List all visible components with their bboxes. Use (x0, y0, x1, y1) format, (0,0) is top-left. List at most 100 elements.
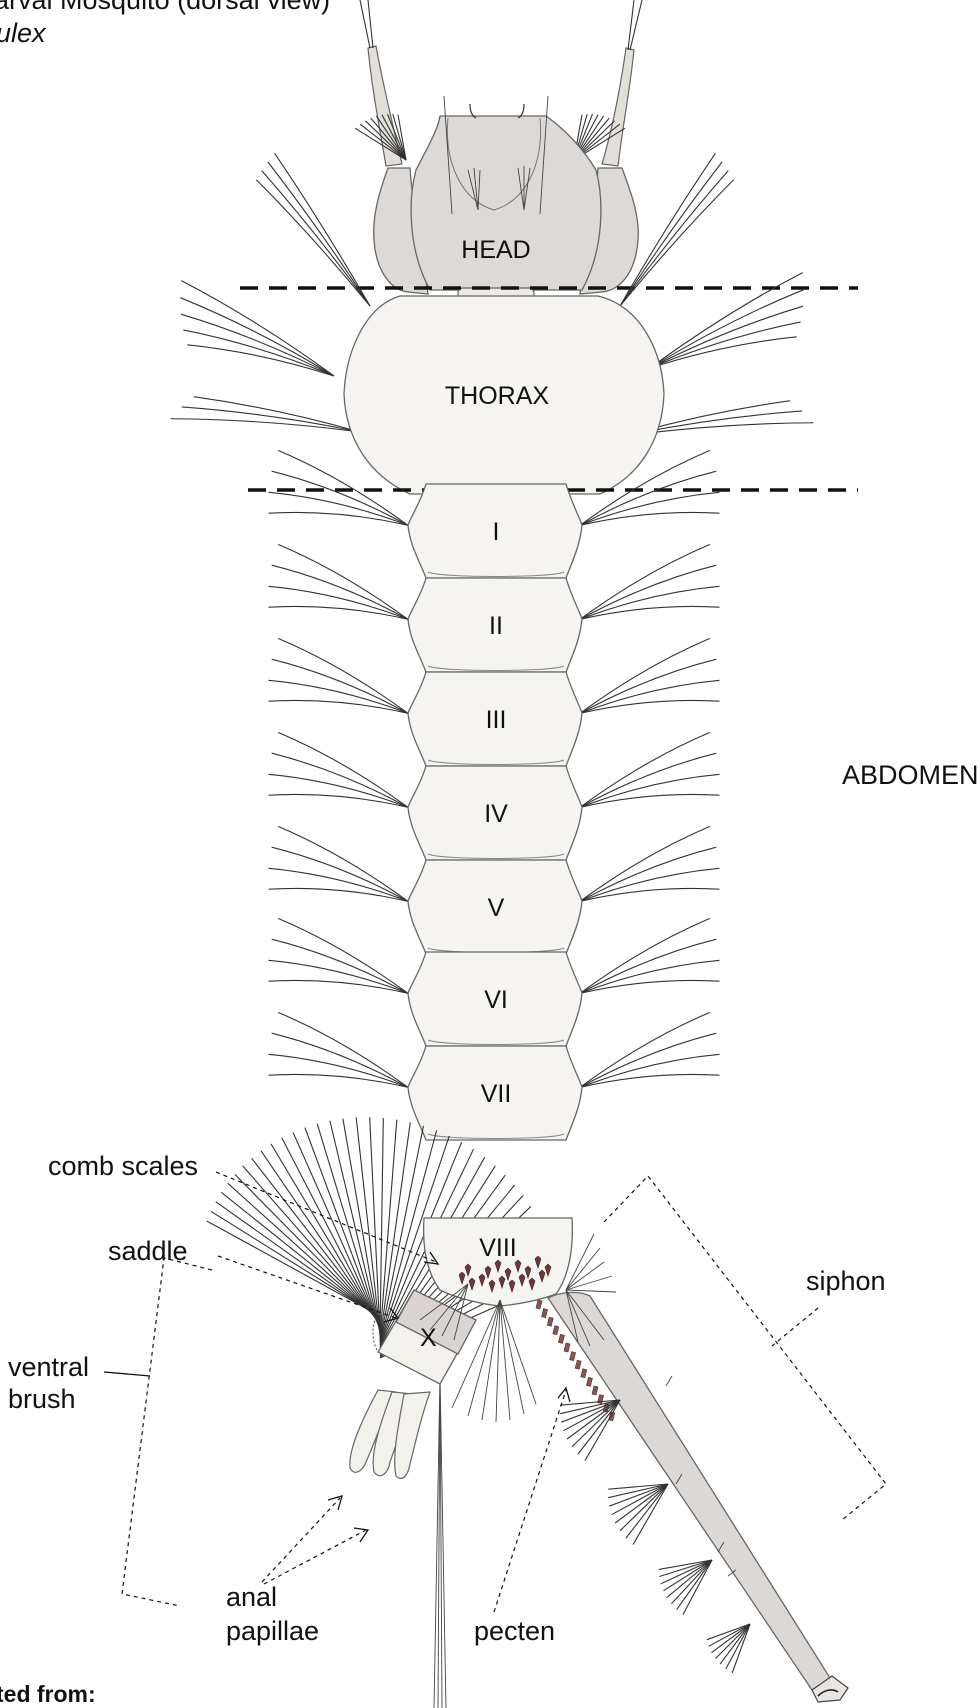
seta (269, 680, 408, 713)
seta (580, 638, 710, 713)
anal-papillae-leader-1 (262, 1498, 340, 1582)
seta (580, 1012, 710, 1087)
right-antenna (602, 48, 634, 166)
seta (269, 960, 408, 993)
pecten-tooth (570, 1352, 576, 1361)
seta (272, 939, 408, 993)
abdomen-label: ABDOMEN (842, 760, 979, 790)
segment-left-setae (269, 826, 408, 901)
ventral-brush-leader (104, 1372, 150, 1376)
segment-left-setae (269, 732, 408, 807)
segment-label: III (486, 706, 507, 734)
seta (269, 774, 408, 807)
segment-viii-label: VIII (479, 1234, 517, 1262)
ventral-brush-seta (293, 1132, 380, 1328)
seta (580, 918, 710, 993)
seta (620, 1484, 668, 1531)
pecten-tooth (581, 1369, 587, 1378)
seta (580, 492, 719, 525)
seta (580, 1033, 716, 1087)
antenna-tip-setae (360, 0, 642, 50)
seta (580, 868, 719, 901)
seta (170, 419, 360, 432)
left-antenna (368, 46, 402, 166)
seta (272, 753, 408, 807)
pecten-tooth (564, 1343, 570, 1352)
seta (278, 544, 408, 619)
seta (580, 732, 710, 807)
diagram-subtitle: ulex (0, 18, 47, 48)
seta (732, 1624, 750, 1673)
seta (272, 565, 408, 619)
seta (278, 1012, 408, 1087)
footer-source-label: ted from: (0, 1681, 96, 1707)
segment-right-setae (580, 732, 719, 807)
segment-right-setae (580, 826, 719, 901)
ventral-brush-label-1: ventral (8, 1352, 89, 1382)
pecten-leader (494, 1390, 566, 1612)
siphon-leader (772, 1308, 818, 1346)
segment-label: II (489, 612, 503, 640)
siphon-bracket (604, 1176, 886, 1520)
pecten-tooth (575, 1360, 581, 1369)
seta (268, 162, 370, 306)
segment-left-setae (269, 918, 408, 993)
ventral-brush-seta (207, 1221, 380, 1316)
caudal-setae (434, 1376, 446, 1708)
saddle-label: saddle (108, 1236, 188, 1266)
thorax-label: THORAX (445, 382, 550, 410)
segment-label: V (488, 894, 505, 922)
seta (580, 939, 716, 993)
anal-papillae-label-2: papillae (226, 1616, 319, 1646)
seta (580, 753, 716, 807)
segment-right-setae (580, 544, 719, 619)
seta (580, 659, 716, 713)
seta (269, 1054, 408, 1087)
segment-left-setae (269, 1012, 408, 1087)
seta (269, 868, 408, 901)
seta (272, 659, 408, 713)
anal-papillae-leader-2 (264, 1530, 366, 1584)
pecten-tooth (547, 1317, 553, 1326)
seta (580, 826, 710, 901)
seta (272, 1033, 408, 1087)
pecten-tooth (553, 1326, 559, 1335)
seta (278, 826, 408, 901)
pecten-tooth (558, 1334, 564, 1343)
seta (580, 586, 719, 619)
pecten-tooth (536, 1300, 542, 1309)
seta (269, 586, 408, 619)
seta (580, 680, 719, 713)
head-label: HEAD (461, 236, 530, 264)
segment-x-label: X (420, 1324, 437, 1352)
seta (580, 847, 716, 901)
seta (580, 565, 716, 619)
segment-label: VI (484, 986, 508, 1014)
ventral-brush-seta (216, 1202, 380, 1319)
seta (278, 638, 408, 713)
seta (580, 774, 719, 807)
seta (715, 1624, 750, 1659)
ventral-brush-seta (221, 1192, 380, 1319)
anal-papillae-label-1: anal (226, 1582, 277, 1612)
seta (278, 732, 408, 807)
seta (572, 1400, 620, 1447)
segment-label: IV (484, 800, 508, 828)
segment-right-setae (580, 1012, 719, 1087)
segment-left-setae (269, 638, 408, 713)
pecten-tooth (586, 1377, 592, 1386)
ventral-brush-seta (271, 1144, 380, 1326)
pecten-tooth (542, 1309, 548, 1318)
seta (275, 153, 370, 306)
segment-label: VII (481, 1080, 512, 1108)
ventral-brush-label-2: brush (8, 1384, 76, 1414)
seta (269, 492, 408, 525)
siphon-label: siphon (806, 1266, 886, 1296)
seta (272, 847, 408, 901)
comb-scales-label: comb scales (48, 1151, 198, 1181)
siphon-body (548, 1292, 830, 1690)
pecten-arrowhead (558, 1388, 570, 1402)
seta (580, 544, 710, 619)
segment-label: I (493, 518, 500, 546)
